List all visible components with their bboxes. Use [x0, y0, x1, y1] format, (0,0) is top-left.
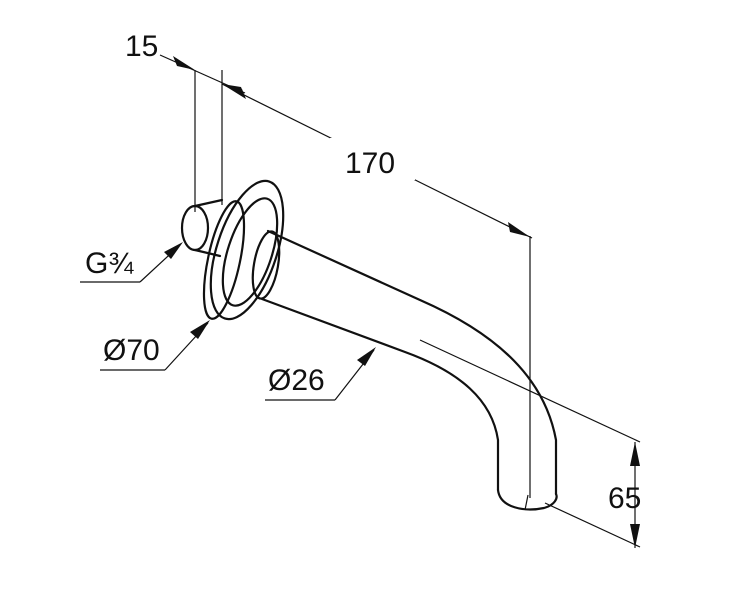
dim-rosette-diameter: Ø70	[100, 320, 210, 371]
dim-label-spout: Ø26	[268, 364, 325, 397]
dim-label-170: 170	[345, 147, 395, 180]
dim-label-thread: G¾	[85, 247, 134, 280]
dim-spout-diameter: Ø26	[265, 347, 376, 401]
dim-thread: G¾	[80, 242, 183, 283]
dim-spout-drop: 65	[419, 339, 641, 548]
dim-wall-offset: 15	[125, 30, 246, 212]
dim-spout-length: 170	[221, 83, 533, 498]
spout-body	[251, 229, 558, 511]
wall-rosette	[202, 179, 285, 321]
dim-label-65: 65	[608, 482, 641, 515]
spout-part	[180, 179, 558, 511]
dim-label-rosette: Ø70	[103, 334, 160, 367]
dim-label-15: 15	[125, 30, 158, 63]
